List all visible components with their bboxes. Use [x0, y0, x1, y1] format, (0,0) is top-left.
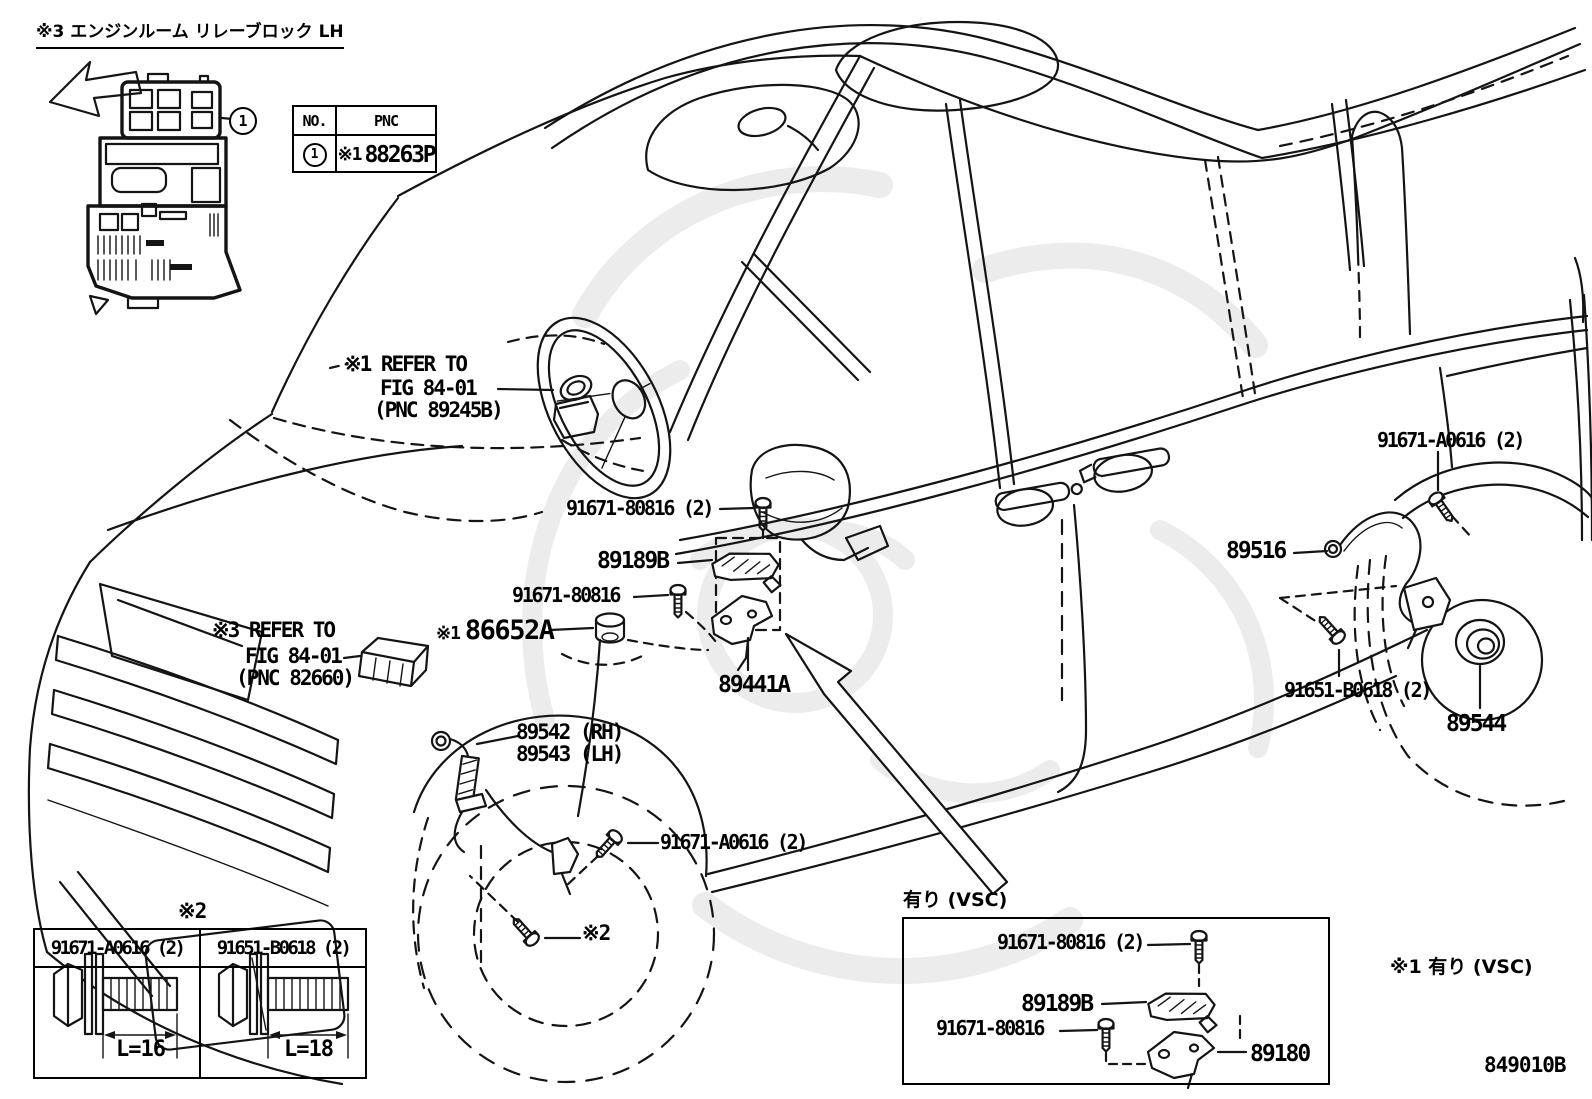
- column-sensor-89245b: [328, 334, 652, 474]
- inset-title: ※3 エンジンルーム リレーブロック LH: [36, 23, 344, 49]
- vsc-label-bolt-left: 91671-80816: [936, 1016, 1045, 1040]
- bolt-l18-length: L=18: [284, 1037, 334, 1062]
- watermark-graphic: [522, 166, 1274, 984]
- note-vsc: ※1 有り (VSC): [1390, 956, 1533, 978]
- label-rear-harness-89516: 89516: [1226, 538, 1287, 564]
- bolt-dimension-drawings: [52, 952, 350, 1059]
- callout-circle-1: 1: [229, 107, 257, 135]
- refer3-line3: (PNC 82660): [236, 666, 355, 690]
- bolt-table-col2-part: 91651-B0618 (2): [201, 930, 365, 968]
- front-wheel-bolts: [468, 826, 660, 950]
- bolt-dimension-table: 91671-A0616 (2) 91651-B0618 (2): [33, 928, 367, 1079]
- relay-block-82660: [342, 636, 430, 688]
- refer1-line3: (PNC 89245B): [374, 398, 504, 422]
- pnc-row-value: 88263P: [364, 141, 437, 168]
- pnc-table-no-header: NO.: [294, 107, 337, 134]
- label-rear-cap-89544: 89544: [1446, 711, 1507, 737]
- label-rear-bolt-a0616: 91671-A0616 (2): [1377, 428, 1525, 452]
- drawing-number: 849010B: [1484, 1053, 1567, 1077]
- front-speed-sensor-89542: [430, 730, 580, 964]
- label-front-ref2: ※2: [582, 921, 611, 945]
- vsc-box-outline: [902, 917, 1330, 1085]
- pnc-table-pnc-header: PNC: [373, 111, 399, 130]
- bolt-l16-drawing: [52, 952, 179, 1059]
- vehicle-line-art: [27, 20, 1592, 1086]
- label-bolt-80816: 91671-80816: [512, 583, 621, 607]
- vsc-label-clamp: 89189B: [1021, 991, 1094, 1017]
- refer3-line1: ※3 REFER TO: [212, 618, 336, 642]
- rear-speed-sensor-group: [1278, 450, 1482, 710]
- front-pillar-sensor-group: [626, 496, 785, 672]
- bolt-l18-drawing: [217, 952, 350, 1059]
- refer1-line1: ※1 REFER TO: [344, 352, 468, 376]
- pnc-row-prefix: ※1: [337, 144, 363, 165]
- bolt-l16-length: L=16: [116, 1037, 166, 1062]
- bolt-table-col1-part: 91671-A0616 (2): [35, 930, 199, 968]
- vsc-label-bolt-top: 91671-80816 (2): [997, 930, 1145, 954]
- label-front-sensor-rh: 89542 (RH): [516, 720, 624, 744]
- vsc-label-sensor-89180: 89180: [1250, 1041, 1311, 1067]
- refer3-line2: FIG 84-01: [245, 644, 343, 668]
- label-grommet-86652a: ※1 86652A: [436, 615, 555, 646]
- vsc-box-title: 有り (VSC): [903, 889, 1008, 911]
- position-arrow: [784, 632, 1009, 896]
- pnc-row-number: 1: [302, 142, 327, 167]
- label-front-bolt-a0616: 91671-A0616 (2): [660, 830, 808, 854]
- grommet-86652a: [548, 612, 644, 666]
- relay-block-inset-drawing: [48, 60, 242, 316]
- label-clamp-89189b: 89189B: [597, 548, 670, 574]
- vsc-subassembly-drawing: [1058, 929, 1248, 1090]
- label-bolt-80816-qty2: 91671-80816 (2): [566, 496, 714, 520]
- pnc-table: NO. PNC 1 ※1 88263P: [292, 105, 437, 173]
- label-bracket-89441a: 89441A: [718, 672, 791, 698]
- refer1-line2: FIG 84-01: [380, 376, 478, 400]
- label-rear-hub-bolt-b0618: 91651-B0618 (2): [1284, 678, 1432, 702]
- label-front-sensor-lh: 89543 (LH): [516, 742, 624, 766]
- bolt-table-ref2: ※2: [178, 899, 207, 923]
